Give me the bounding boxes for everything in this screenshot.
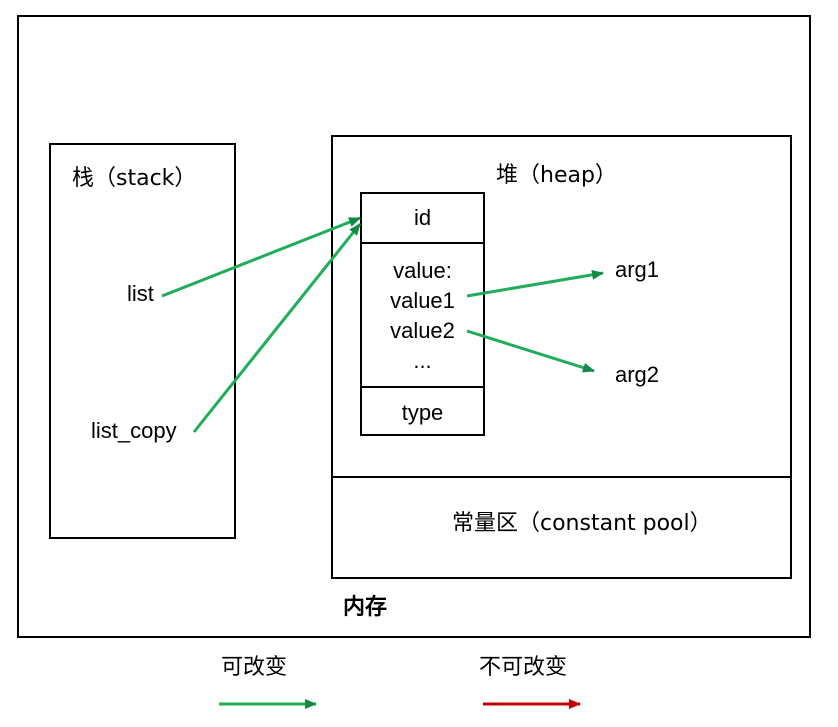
object-value2: value2 <box>390 318 455 343</box>
arg1-label: arg1 <box>615 257 660 282</box>
heap-title: 堆（heap） <box>496 163 617 188</box>
legend-immutable-label: 不可改变 <box>479 655 568 680</box>
stack-box <box>49 143 236 539</box>
object-value1: value1 <box>390 288 455 314</box>
legend-mutable-label: 可改变 <box>221 655 288 680</box>
stack-var-list: list <box>127 281 154 306</box>
object-id-cell: id <box>362 194 483 242</box>
object-value-label: value: <box>393 258 452 284</box>
arg2-label: arg2 <box>615 362 660 387</box>
object-type: type <box>401 400 444 426</box>
constant-pool-title: 常量区（constant pool） <box>452 511 712 536</box>
object-id: id <box>413 205 432 231</box>
object-ellipsis: ... <box>413 347 432 373</box>
object-type-cell: type <box>362 386 483 438</box>
stack-title: 栈（stack） <box>72 166 197 191</box>
memory-box <box>17 15 811 638</box>
heap-object: id value: value1 value2 ... type <box>360 192 485 436</box>
constant-pool-box <box>331 476 792 579</box>
stack-var-list-copy: list_copy <box>91 418 177 443</box>
object-value-cell: value: value1 value2 ... <box>362 242 483 388</box>
memory-label: 内存 <box>343 595 388 620</box>
